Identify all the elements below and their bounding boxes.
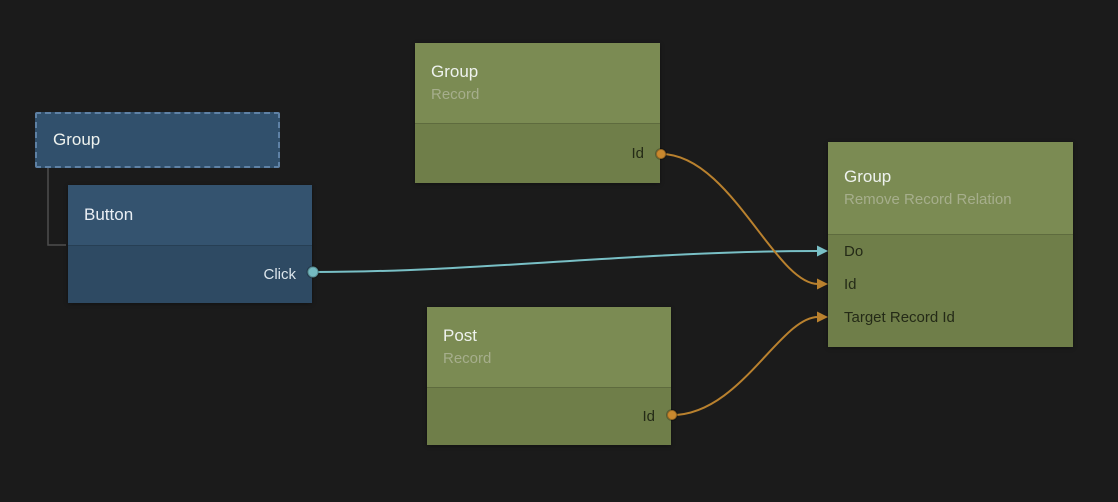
- node-subtitle: Remove Record Relation: [844, 191, 1012, 208]
- node-group-remove-relation[interactable]: Group Remove Record Relation Do Id Targe…: [828, 142, 1073, 347]
- port-label: Id: [844, 276, 857, 293]
- node-ports: Do Id Target Record Id: [828, 234, 1073, 347]
- node-ports: Click: [68, 245, 312, 303]
- node-button[interactable]: Button Click: [68, 185, 312, 303]
- port-label: Do: [844, 243, 864, 260]
- hierarchy-line-group-button: [47, 168, 66, 246]
- port-id[interactable]: Id: [415, 137, 660, 170]
- node-subtitle: Record: [443, 350, 492, 367]
- node-title: Group: [53, 130, 101, 149]
- port-do[interactable]: Do: [828, 235, 1073, 268]
- node-title: Button: [84, 205, 134, 224]
- wire-arrowhead-id: [817, 278, 828, 290]
- wire-arrowhead-target-record-id: [817, 311, 828, 323]
- port-label: Target Record Id: [844, 309, 955, 326]
- port-click[interactable]: Click: [68, 258, 312, 291]
- wire-click-to-do[interactable]: [314, 250, 819, 273]
- node-post-record[interactable]: Post Record Id: [427, 307, 671, 445]
- wire-group-id-to-id[interactable]: [660, 153, 819, 285]
- node-title: Group: [431, 62, 479, 81]
- node-header: Button: [68, 185, 312, 245]
- node-title: Post: [443, 326, 478, 345]
- port-label: Id: [642, 408, 655, 425]
- port-label: Id: [631, 145, 644, 162]
- port-id[interactable]: Id: [828, 268, 1073, 301]
- port-label: Click: [263, 266, 297, 283]
- node-header: Group Remove Record Relation: [828, 142, 1073, 234]
- node-title: Group: [844, 167, 892, 186]
- port-target-record-id[interactable]: Target Record Id: [828, 301, 1073, 334]
- node-header: Group Record: [415, 43, 660, 123]
- node-group-record[interactable]: Group Record Id: [415, 43, 660, 183]
- wire-arrowhead-do: [817, 245, 828, 257]
- node-group-visual[interactable]: Group: [35, 112, 280, 168]
- port-id[interactable]: Id: [427, 400, 671, 433]
- node-ports: Id: [427, 387, 671, 445]
- node-subtitle: Record: [431, 86, 480, 103]
- node-ports: Id: [415, 123, 660, 183]
- node-header: Post Record: [427, 307, 671, 387]
- wire-post-id-to-target[interactable]: [671, 316, 819, 416]
